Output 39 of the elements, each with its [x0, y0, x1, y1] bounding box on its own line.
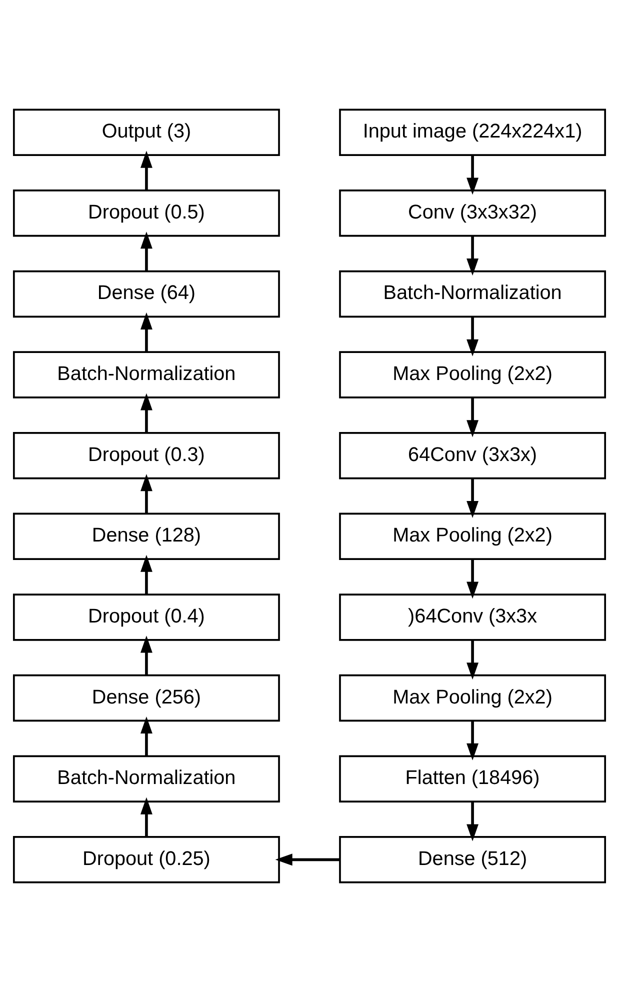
arrow — [466, 155, 478, 195]
arrow — [466, 236, 478, 276]
arrow — [140, 797, 152, 837]
arrow — [140, 312, 152, 352]
node-box: 64Conv (3x3x) — [339, 432, 606, 480]
node-box: Output (3) — [12, 108, 280, 156]
arrow — [466, 398, 478, 438]
arrow — [140, 150, 152, 190]
node-box: Dropout (0.25) — [12, 836, 280, 884]
node-box: )64Conv (3x3x — [339, 594, 606, 641]
node-box: Batch-Normalization — [12, 755, 280, 802]
arrow — [466, 802, 478, 842]
arrow — [140, 474, 152, 514]
node-box: Dense (64) — [12, 270, 280, 318]
node-box: Max Pooling (2x2) — [339, 512, 606, 560]
node-box: Dense (512) — [339, 836, 606, 884]
arrow — [140, 554, 152, 595]
node-box: Flatten (18496) — [339, 755, 606, 802]
node-box: Dense (256) — [12, 674, 280, 722]
arrow — [140, 393, 152, 433]
node-box: Max Pooling (2x2) — [339, 674, 606, 722]
node-box: Dropout (0.4) — [12, 594, 280, 641]
node-box: Max Pooling (2x2) — [339, 351, 606, 398]
arrow — [140, 636, 152, 676]
node-box: Input image (224x224x1) — [339, 108, 606, 156]
node-box: Batch-Normalization — [12, 351, 280, 398]
node-box: Dropout (0.3) — [12, 432, 280, 480]
arrow — [275, 854, 340, 866]
node-box: Conv (3x3x32) — [339, 190, 606, 237]
arrow — [466, 720, 478, 760]
node-box: Dense (128) — [12, 512, 280, 560]
arrow — [466, 559, 478, 599]
node-box: Batch-Normalization — [339, 270, 606, 318]
arrow — [466, 640, 478, 680]
arrow — [466, 478, 478, 518]
arrow — [140, 232, 152, 272]
arrow — [466, 316, 478, 356]
node-box: Dropout (0.5) — [12, 190, 280, 237]
arrow — [140, 716, 152, 756]
